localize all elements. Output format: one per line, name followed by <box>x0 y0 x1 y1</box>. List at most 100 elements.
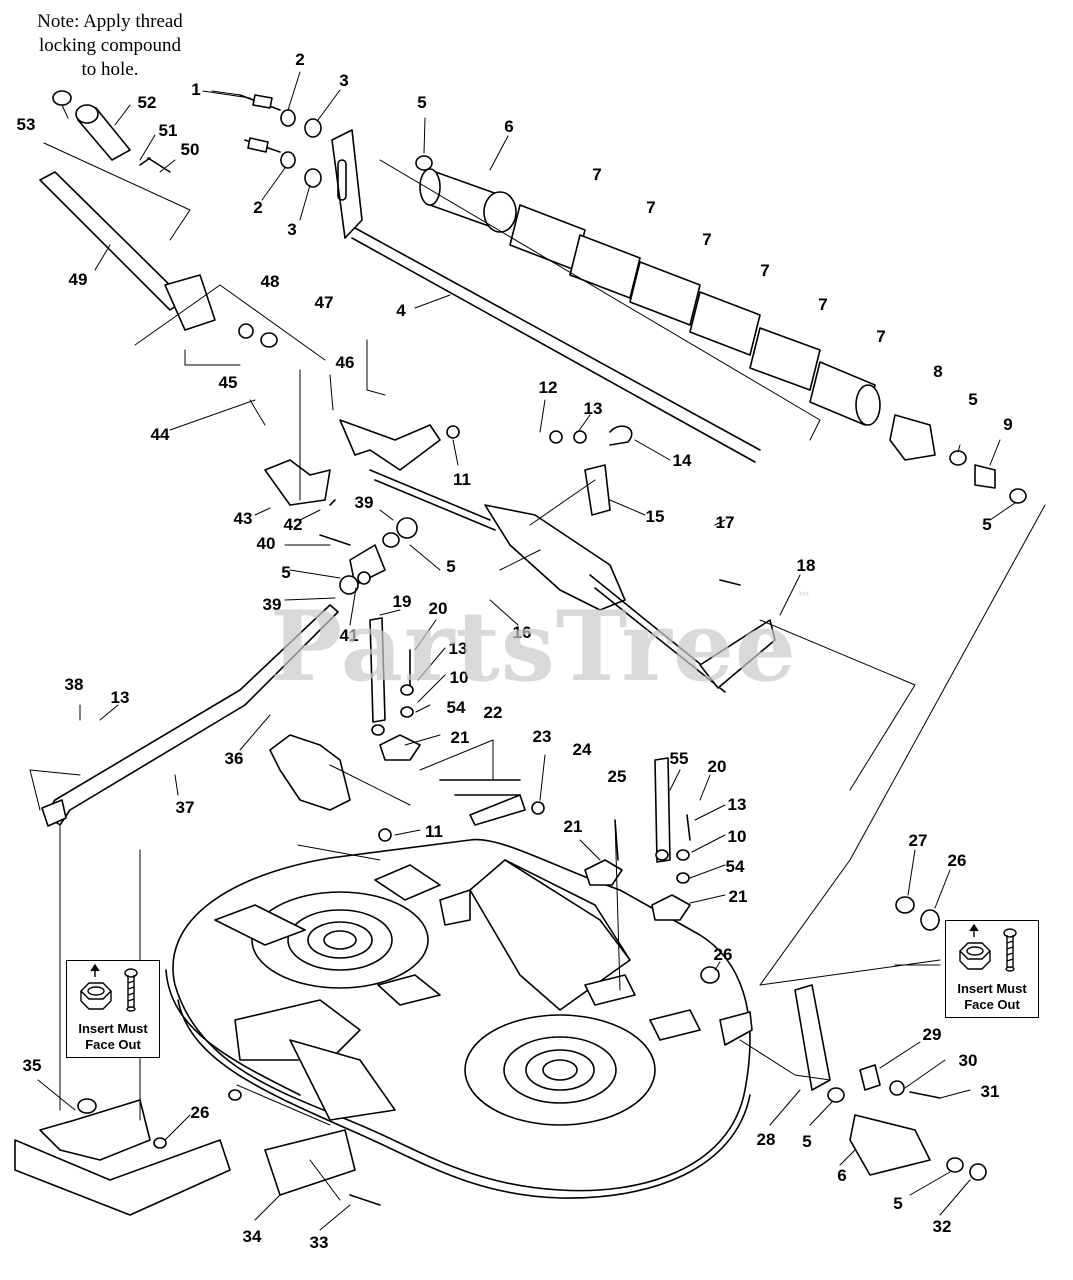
callout-10: 10 <box>450 668 469 687</box>
callout-25: 25 <box>608 767 627 786</box>
callout-41: 41 <box>340 626 359 645</box>
callout-6: 6 <box>837 1166 846 1185</box>
callout-5: 5 <box>281 563 290 582</box>
callout-20: 20 <box>429 599 448 618</box>
callout-21: 21 <box>451 728 470 747</box>
callout-7: 7 <box>702 230 711 249</box>
callout-8: 8 <box>933 362 942 381</box>
callout-7: 7 <box>876 327 885 346</box>
callout-50: 50 <box>181 140 200 159</box>
callout-10: 10 <box>728 827 747 846</box>
callout-32: 32 <box>933 1217 952 1236</box>
callout-3: 3 <box>339 71 348 90</box>
note-line-1: Note: Apply thread <box>37 11 183 32</box>
callout-13: 13 <box>111 688 130 707</box>
callout-18: 18 <box>797 556 816 575</box>
callout-38: 38 <box>65 675 84 694</box>
callout-21: 21 <box>564 817 583 836</box>
callout-11: 11 <box>425 822 443 841</box>
callout-28: 28 <box>757 1130 776 1149</box>
callout-19: 19 <box>393 592 412 611</box>
callout-36: 36 <box>225 749 244 768</box>
callout-5: 5 <box>968 390 977 409</box>
callout-4: 4 <box>396 301 406 320</box>
callout-5: 5 <box>982 515 991 534</box>
insert-note-right-line-1: Insert Must <box>957 981 1027 996</box>
callout-13: 13 <box>449 639 468 658</box>
lift-linkage <box>238 323 776 693</box>
insert-note-right-line-2: Face Out <box>964 997 1020 1012</box>
callout-2: 2 <box>295 50 304 69</box>
callout-48: 48 <box>261 272 280 291</box>
callout-14: 14 <box>673 451 692 470</box>
callout-29: 29 <box>923 1025 942 1044</box>
callout-31: 31 <box>981 1082 1000 1101</box>
callout-55: 55 <box>670 749 689 768</box>
callout-35: 35 <box>23 1056 42 1075</box>
callout-12: 12 <box>539 378 558 397</box>
upper-left-hardware <box>39 90 322 331</box>
callout-53: 53 <box>17 115 36 134</box>
lock-nut-icon <box>959 923 1017 972</box>
callout-30: 30 <box>959 1051 978 1070</box>
callout-7: 7 <box>760 261 769 280</box>
callout-34: 34 <box>243 1227 262 1246</box>
callout-33: 33 <box>310 1233 329 1252</box>
callout-52: 52 <box>138 93 157 112</box>
callout-54: 54 <box>447 698 466 717</box>
callout-51: 51 <box>159 121 178 140</box>
callout-47: 47 <box>315 293 334 312</box>
callout-26: 26 <box>948 851 967 870</box>
callout-45: 45 <box>219 373 238 392</box>
callout-11: 11 <box>453 470 471 489</box>
callout-37: 37 <box>176 798 195 817</box>
callout-5: 5 <box>417 93 426 112</box>
mower-deck-housing <box>165 838 753 1199</box>
callout-2: 2 <box>253 198 262 217</box>
insert-note-right: Insert Must Face Out <box>946 981 1038 1013</box>
callout-7: 7 <box>646 198 655 217</box>
callout-49: 49 <box>69 270 88 289</box>
callout-24: 24 <box>573 740 592 759</box>
partstree-watermark: PartsTree™ <box>270 590 812 703</box>
callout-23: 23 <box>533 727 552 746</box>
callout-26: 26 <box>191 1103 210 1122</box>
roller-axle <box>331 129 761 463</box>
callout-5: 5 <box>893 1194 902 1213</box>
callout-27: 27 <box>909 831 928 850</box>
callout-22: 22 <box>484 703 503 722</box>
insert-note-left: Insert Must Face Out <box>67 1021 159 1053</box>
callout-44: 44 <box>151 425 170 444</box>
callout-39: 39 <box>355 493 374 512</box>
roller-tubes <box>415 155 1027 504</box>
insert-note-left-line-2: Face Out <box>85 1037 141 1052</box>
trademark-mark: ™ <box>796 590 812 606</box>
thread-locking-note: Note: Apply thread locking compound to h… <box>10 10 210 82</box>
insert-note-left-line-1: Insert Must <box>78 1021 148 1036</box>
callout-21: 21 <box>729 887 748 906</box>
callout-7: 7 <box>818 295 827 314</box>
callout-3: 3 <box>287 220 296 239</box>
callout-42: 42 <box>284 515 303 534</box>
note-line-3: to hole. <box>81 59 139 80</box>
callout-46: 46 <box>336 353 355 372</box>
callout-15: 15 <box>646 507 665 526</box>
callout-20: 20 <box>708 757 727 776</box>
insert-orientation-inset-right: Insert Must Face Out <box>945 920 1039 1018</box>
callout-1: 1 <box>191 80 200 99</box>
callout-43: 43 <box>234 509 253 528</box>
callout-5: 5 <box>446 557 455 576</box>
callout-16: 16 <box>513 623 532 642</box>
callout-9: 9 <box>1003 415 1012 434</box>
insert-orientation-inset-left: Insert Must Face Out <box>66 960 160 1058</box>
callout-5: 5 <box>802 1132 811 1151</box>
callout-13: 13 <box>584 399 603 418</box>
callout-6: 6 <box>504 117 513 136</box>
callout-7: 7 <box>592 165 601 184</box>
callout-13: 13 <box>728 795 747 814</box>
callout-40: 40 <box>257 534 276 553</box>
callout-54: 54 <box>726 857 745 876</box>
callout-26: 26 <box>714 945 733 964</box>
